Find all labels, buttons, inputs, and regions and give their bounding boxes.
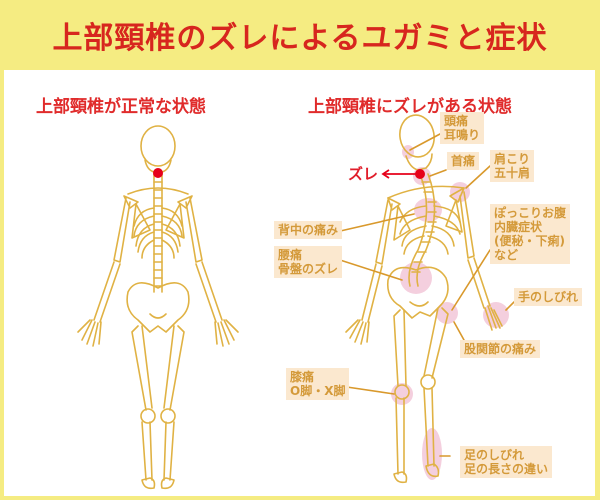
normal-skeleton-figure — [77, 125, 239, 490]
label-shoulder-stiffness: 肩こり 五十肩 — [490, 150, 535, 182]
normal-state-heading: 上部頸椎が正常な状態 — [36, 97, 206, 117]
label-lower-back-pelvis: 腰痛 骨盤のズレ — [274, 246, 343, 278]
vertebra-marker-normal — [153, 168, 163, 178]
label-belly-visceral: ぽっこりお腹 内臓症状 (便秘・下痢) など — [490, 204, 571, 264]
vertebra-marker-shifted — [415, 169, 425, 179]
label-foot-numbness: 足のしびれ 足の長さの違い — [460, 446, 553, 478]
diagram-panel: 上部頸椎が正常な状態 上部頸椎にズレがある状態 — [4, 70, 595, 496]
label-neck-pain: 首痛 — [447, 152, 480, 170]
label-back-pain: 背中の痛み — [274, 221, 343, 239]
label-hip-joint-pain: 股関節の痛み — [460, 340, 541, 358]
page-title: 上部頸椎のズレによるユガミと症状 — [52, 21, 548, 56]
misaligned-skeleton-figure — [335, 114, 515, 484]
shift-label: ズレ — [348, 165, 379, 183]
arrow-left-icon — [381, 169, 390, 179]
label-hand-numbness: 手のしびれ — [514, 288, 583, 306]
label-headache: 頭痛 耳鳴り — [440, 112, 485, 144]
label-knee-pain: 膝痛 O脚・X脚 — [286, 368, 350, 400]
